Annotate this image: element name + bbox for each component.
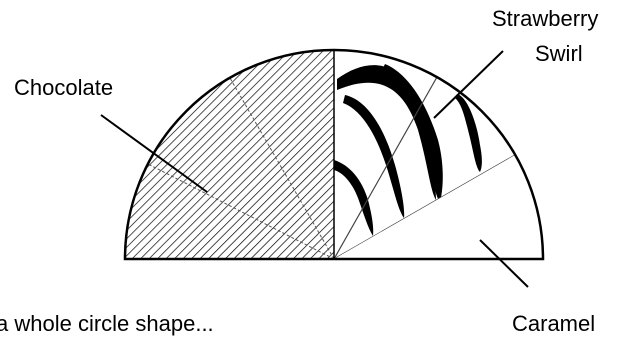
chocolate-label: Chocolate xyxy=(14,75,113,100)
sector-divider xyxy=(333,76,438,260)
strawberry-label-line1: Strawberry xyxy=(492,6,598,31)
caramel-leader-line xyxy=(479,239,529,288)
caption-text: a whole circle shape... xyxy=(0,311,214,336)
chocolate-sector xyxy=(125,50,334,259)
strawberry-leader-line xyxy=(433,50,504,119)
strawberry-label-line2: Swirl xyxy=(535,41,583,66)
chocolate-leader-line xyxy=(100,114,208,193)
caramel-sector xyxy=(334,155,543,259)
caramel-label: Caramel xyxy=(512,311,595,336)
semicircle-outline xyxy=(123,48,545,261)
